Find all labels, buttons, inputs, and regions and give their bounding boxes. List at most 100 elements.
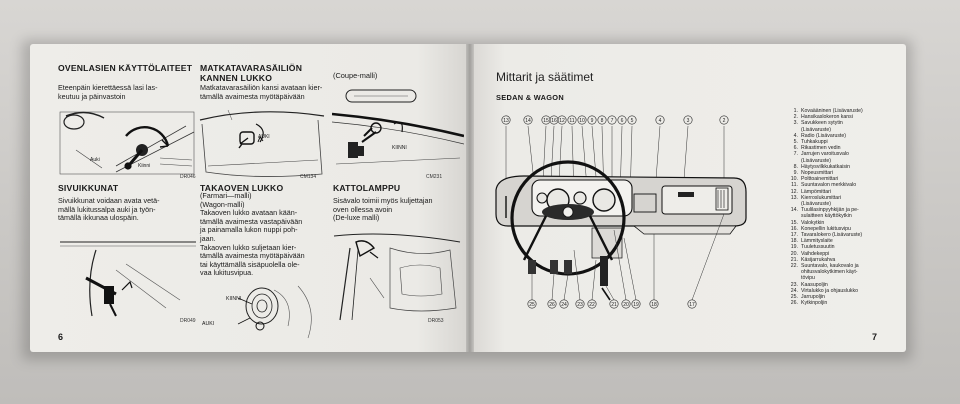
legend-number: 7. <box>793 151 798 158</box>
callout-16: 16 <box>551 118 557 124</box>
legend-label: Tuhkakuppi <box>801 139 828 146</box>
callout-4: 4 <box>659 118 662 124</box>
legend-item: 24.Virtalukko ja ohjauslukko <box>788 288 904 294</box>
code-dr053: DR053 <box>428 318 444 324</box>
text-trunk-lock-1: Matkatavarasäiliön kansi avataan kier- <box>200 83 323 92</box>
text-window-controls-2: keutuu ja päinvastoin <box>58 91 126 101</box>
legend-item: 16.Konepellin lukitusvipu <box>788 226 904 232</box>
legend-item: 25.Jarrupoljin <box>788 294 904 300</box>
text-rear-door-5: ja painamalla lukon nuppi poh- <box>200 225 298 235</box>
legend-label: Konepellin lukitusvipu <box>801 225 851 232</box>
callout-18: 18 <box>651 302 657 308</box>
legend-item: 20.Vaihdekeppi <box>788 251 904 257</box>
label-auki-rear: AUKI <box>202 321 215 327</box>
legend-item: 18.Lämmityslaite <box>788 238 904 244</box>
heading-ceiling-lamp: KATTOLAMPPU <box>333 183 401 193</box>
page-number-left: 6 <box>58 332 64 342</box>
legend-item: 13.Kierroslukumittari (Lisävaruste) <box>788 195 904 207</box>
code-dr049: DR049 <box>180 318 196 324</box>
legend-number: 5. <box>793 139 798 146</box>
legend-label: Suuntavalo, kaukovalo ja ohitusvalokytki… <box>801 263 859 282</box>
legend-label: Radio (Lisävaruste) <box>801 132 846 139</box>
callout-22: 22 <box>589 302 595 308</box>
legend-number: 21. <box>790 256 798 263</box>
heading-rear-door-lock: TAKAOVEN LUKKO <box>200 183 284 193</box>
legend-item: 22.Suuntavalo, kaukovalo ja ohitusvaloky… <box>788 263 904 282</box>
text-rear-door-9: tai käyttämällä sisäpuolella ole- <box>200 259 300 269</box>
callout-2: 2 <box>723 118 726 124</box>
callout-20: 20 <box>623 302 629 308</box>
legend-number: 10. <box>790 176 798 183</box>
legend-item: 3.Savukkeen sytytin (Lisävaruste) <box>788 120 904 132</box>
legend-item: 4.Radio (Lisävaruste) <box>788 133 904 139</box>
legend-number: 19. <box>790 244 798 251</box>
dashboard-diagram: 13 14 15 16 12 11 10 9 8 7 6 5 4 3 2 <box>484 110 784 310</box>
legend-number: 9. <box>793 170 798 177</box>
callout-23: 23 <box>577 302 583 308</box>
legend-number: 26. <box>790 300 798 307</box>
rear-door-lock-illustration <box>198 280 326 346</box>
legend-number: 12. <box>790 188 798 195</box>
legend-label: Nopeusmittari <box>801 170 834 177</box>
label-kiinni-rear: KIINNI <box>226 296 242 302</box>
legend-label: Lämmityslaite <box>801 238 833 245</box>
legend-number: 6. <box>793 145 798 152</box>
trunk-lock-illustration <box>198 102 326 182</box>
callout-5: 5 <box>631 118 634 124</box>
heading-side-windows: SIVUIKKUNAT <box>58 183 119 193</box>
coupe-lock-illustration <box>332 84 464 176</box>
label-kiinni: Kiinni <box>138 163 151 169</box>
callout-11: 11 <box>569 118 574 124</box>
legend-item: 1.Kovaääninen (Lisävaruste) <box>788 108 904 114</box>
callout-7: 7 <box>611 118 614 124</box>
legend-item: 5.Tuhkakuppi <box>788 139 904 145</box>
legend-number: 15. <box>790 219 798 226</box>
legend-label: Valokytkin <box>801 219 825 226</box>
text-side-windows-2: mällä lukitussalpa auki ja työn- <box>58 204 156 214</box>
page-subtitle: SEDAN & WAGON <box>496 93 564 102</box>
legend-item: 21.Käsijarrukahva <box>788 257 904 263</box>
text-window-controls-1: Eteenpäin kierettäessä lasi las- <box>58 83 158 92</box>
heading-window-controls: OVENLASIEN KÄYTTÖLAITEET <box>58 63 193 73</box>
left-page: OVENLASIEN KÄYTTÖLAITEET Eteenpäin kiere… <box>30 44 470 352</box>
legend-label: Virtalukko ja ohjauslukko <box>801 287 858 294</box>
legend-label: Kaasupoljin <box>801 281 828 288</box>
legend-number: 4. <box>793 132 798 139</box>
label-kiinni-coupe: KIINNI <box>392 145 407 151</box>
callout-15: 15 <box>543 118 549 124</box>
legend-label: Savukkeen sytytin (Lisävaruste) <box>801 120 843 133</box>
text-rear-door-1: (Farmari—malli) <box>200 191 252 200</box>
legend-number: 18. <box>790 238 798 245</box>
page-number-right: 7 <box>872 332 878 342</box>
legend-item: 19.Tuuletussuutin <box>788 244 904 250</box>
legend-item: 11.Suuntavalon merkkivalo <box>788 182 904 188</box>
callout-3: 3 <box>687 118 690 124</box>
side-window-illustration <box>56 230 198 320</box>
text-ceiling-lamp-2: oven ollessa avoin <box>333 204 393 214</box>
legend-label: Jarrupoljin <box>801 294 825 301</box>
legend-label: Kierroslukumittari (Lisävaruste) <box>801 194 842 208</box>
legend-number: 13. <box>790 194 798 201</box>
legend-item: 2.Hansikaslokeron kansi <box>788 114 904 120</box>
legend-label: Käsijarrukahva <box>801 256 836 263</box>
callout-8: 8 <box>601 118 604 124</box>
legend-item: 15.Valokytkin <box>788 220 904 226</box>
callout-17: 17 <box>689 302 695 308</box>
text-side-windows-1: Sivuikkunat voidaan avata vetä- <box>58 196 160 205</box>
callout-26: 26 <box>549 302 555 308</box>
text-side-windows-3: tämällä ikkunaa ulospäin. <box>58 213 139 223</box>
legend-item: 17.Tavaralokero (Lisävaruste) <box>788 232 904 238</box>
legend-number: 16. <box>790 225 798 232</box>
legend-list: 1.Kovaääninen (Lisävaruste)2.Hansikaslok… <box>788 108 904 307</box>
legend-number: 25. <box>790 294 798 301</box>
legend-label: Kytkinpoljin <box>801 300 828 307</box>
text-rear-door-7: Takaoven lukko suljetaan kier- <box>200 242 297 252</box>
callout-21: 21 <box>611 302 617 308</box>
legend-item: 14.Tuulilasinpyyhkijän ja pe- sulaitteen… <box>788 207 904 219</box>
page-title: Mittarit ja säätimet <box>496 70 594 84</box>
callout-6: 6 <box>621 118 624 124</box>
legend-item: 8.Häytysvilkkukatkaisin <box>788 164 904 170</box>
legend-item: 9.Nopeusmittari <box>788 170 904 176</box>
legend-number: 8. <box>793 163 798 170</box>
legend-label: Tuulilasinpyyhkijän ja pe- sulaitteen kä… <box>801 207 859 220</box>
